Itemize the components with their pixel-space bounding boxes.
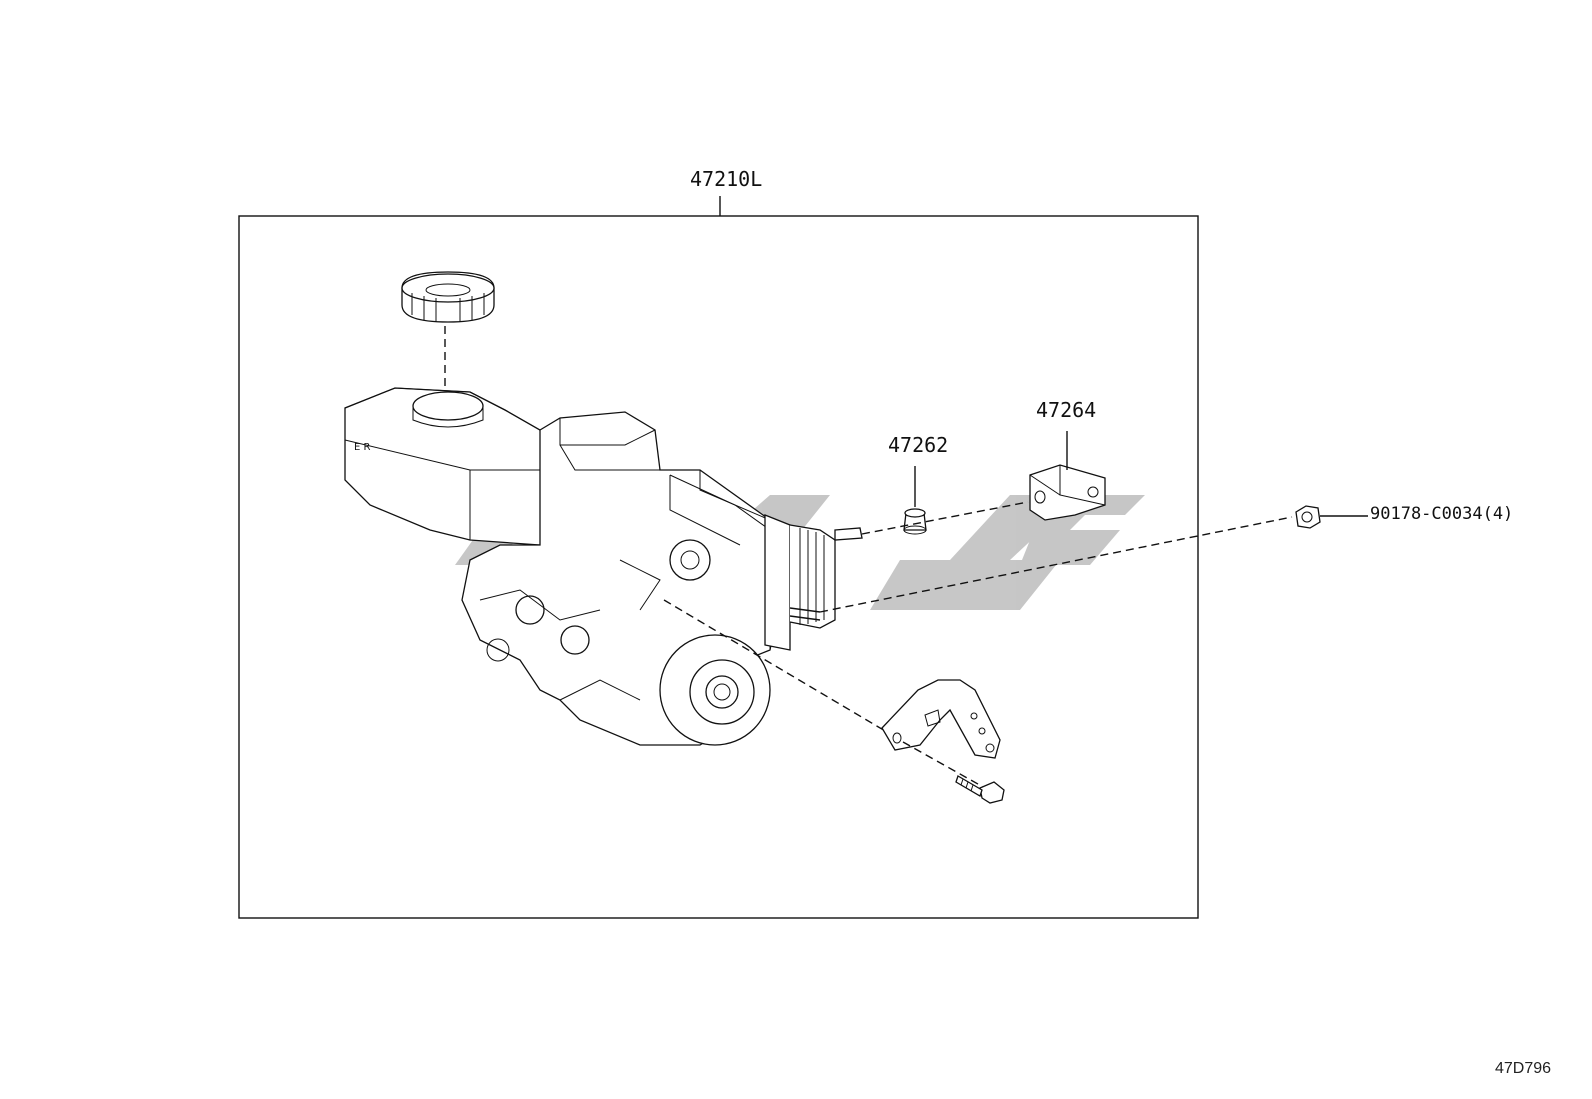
- booster-flange: [764, 514, 863, 651]
- reference-code: 47D796: [1495, 1060, 1552, 1077]
- bracket-part: [881, 679, 1001, 759]
- stud-dashed-line: [819, 516, 1293, 613]
- svg-text:E R: E R: [354, 442, 370, 453]
- boot-label: 47262: [888, 433, 949, 457]
- actuator-body: [461, 411, 781, 746]
- bracket-dashed-line: [663, 599, 898, 739]
- assembly-label: 47210L: [690, 167, 763, 191]
- boot-part: [903, 508, 927, 535]
- pushrod-dashed-line: [861, 501, 1029, 535]
- nut-part: [1295, 505, 1321, 529]
- reservoir-cap: [401, 271, 495, 323]
- assembly-frame: [238, 215, 1199, 919]
- nut-label: 90178-C0034(4): [1370, 504, 1514, 524]
- brake-fluid-reservoir: E R: [344, 387, 569, 546]
- clevis-label: 47264: [1036, 398, 1097, 422]
- bolt-part: [955, 775, 1005, 804]
- bolt-dashed-line: [902, 741, 986, 789]
